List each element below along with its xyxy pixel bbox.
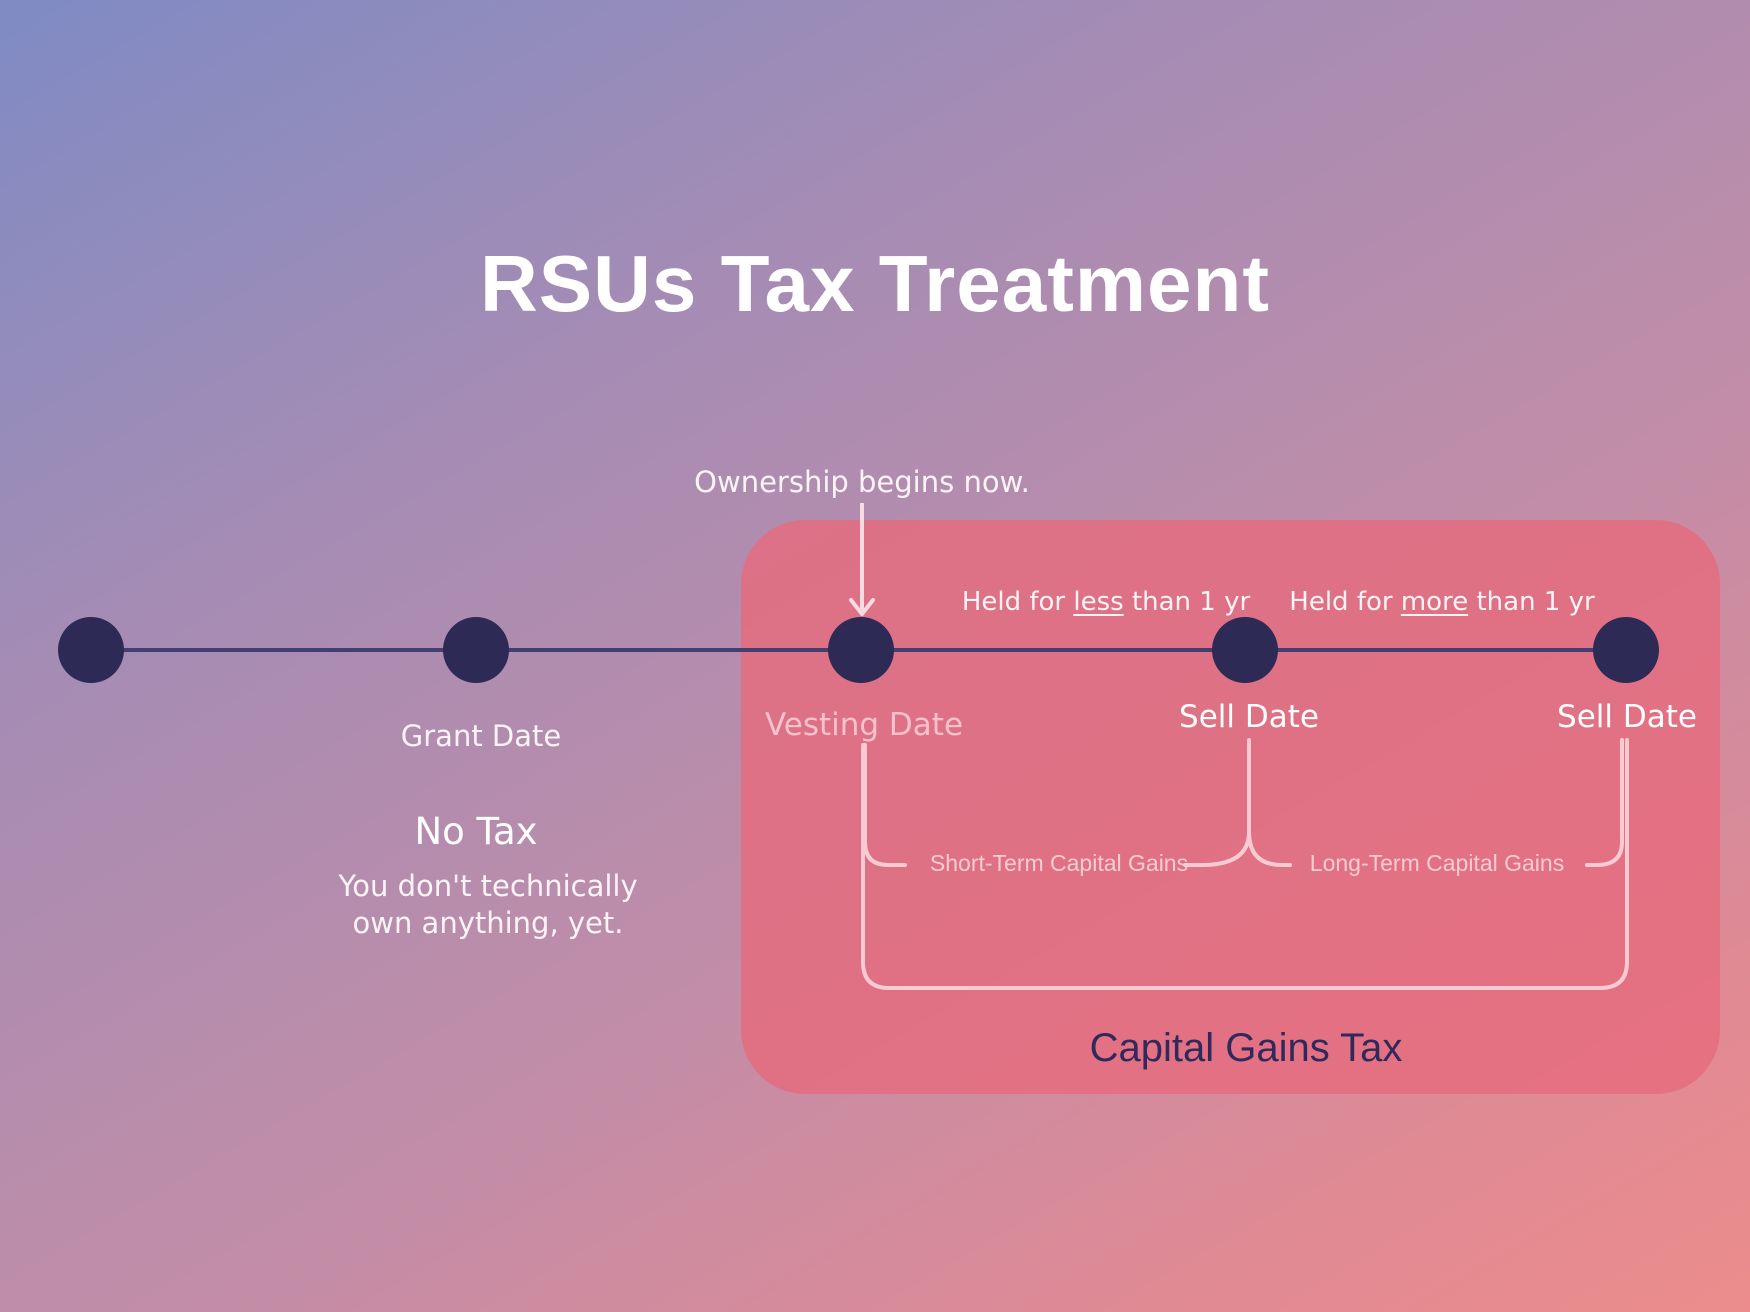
long-term-brace (1247, 738, 1624, 867)
short-term-brace (863, 738, 1251, 867)
no-tax-heading: No Tax (414, 810, 538, 853)
timeline-node-vesting (828, 617, 894, 683)
timeline-node-sell-2 (1593, 617, 1659, 683)
vesting-date-label: Vesting Date (764, 707, 964, 743)
timeline-node-grant (443, 617, 509, 683)
held-long-emphasis: more (1400, 587, 1469, 617)
capital-gains-tax-label: Capital Gains Tax (1089, 1026, 1403, 1070)
timeline-node-start (58, 617, 124, 683)
page-title: RSUs Tax Treatment (479, 239, 1271, 328)
sell-date-label-2: Sell Date (1557, 699, 1697, 735)
short-term-capital-gains-label: Short-Term Capital Gains (929, 850, 1189, 876)
held-short-label: Held for less than 1 yr (961, 587, 1251, 617)
held-short-emphasis: less (1073, 587, 1124, 617)
timeline-node-sell-1 (1212, 617, 1278, 683)
long-term-capital-gains-label: Long-Term Capital Gains (1309, 850, 1565, 876)
ownership-arrow-head (849, 598, 875, 616)
capital-gains-region (741, 520, 1720, 1094)
no-tax-description: You don't technically own anything, yet. (338, 869, 638, 940)
ownership-annotation: Ownership begins now. (694, 465, 1030, 499)
sell-date-label-1: Sell Date (1179, 699, 1319, 735)
grant-date-label: Grant Date (400, 719, 562, 753)
capital-gains-bracket (861, 738, 1629, 990)
held-long-label: Held for more than 1 yr (1289, 587, 1595, 617)
